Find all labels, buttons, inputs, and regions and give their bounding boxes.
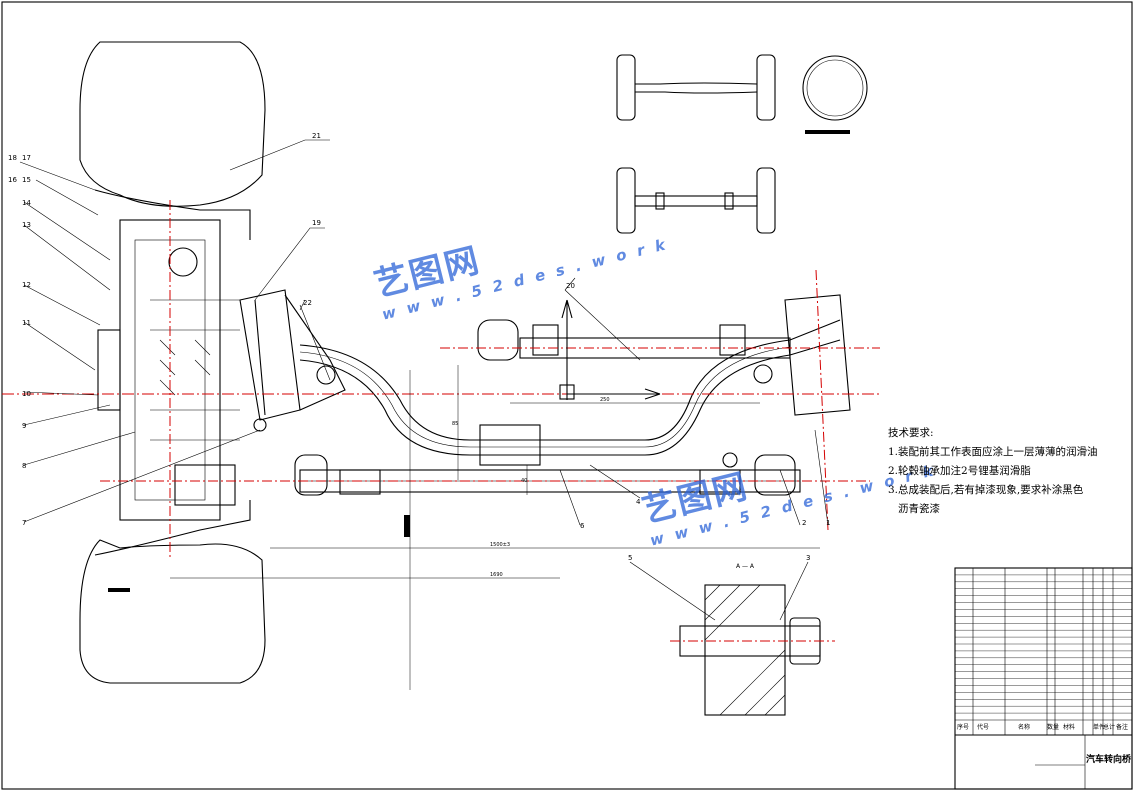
technical-requirements: 技术要求: 1.装配前其工作表面应涂上一层薄薄的润滑油 2.轮毂轴承加注2号锂基… xyxy=(888,424,1118,519)
bom-header-qty: 数量 xyxy=(1047,724,1060,731)
top-views xyxy=(616,54,868,234)
label-18: 18 xyxy=(8,154,17,162)
label-11: 11 xyxy=(22,319,31,327)
bom-header-total: 总计 xyxy=(1103,724,1116,731)
label-9: 9 xyxy=(22,422,26,430)
tech-req-3: 3.总成装配后,若有掉漆现象,要求补涂黑色 xyxy=(888,484,1084,496)
bom-header-unit: 单件 xyxy=(1093,724,1106,731)
bom-header-code: 代号 xyxy=(977,724,990,731)
label-8: 8 xyxy=(22,462,26,470)
tech-req-2: 2.轮毂轴承加注2号锂基润滑脂 xyxy=(888,465,1031,477)
part-labels: 18 17 16 15 14 13 12 11 10 9 8 7 21 19 2… xyxy=(8,132,830,621)
label-7: 7 xyxy=(22,519,26,527)
label-5: 5 xyxy=(628,554,632,562)
label-12: 12 xyxy=(22,281,31,289)
label-13: 13 xyxy=(22,221,31,229)
bom-rows xyxy=(955,574,1132,714)
label-16: 16 xyxy=(8,176,17,184)
dimension-track: 1500±3 xyxy=(490,542,510,548)
label-22: 22 xyxy=(303,299,312,307)
bom-header-remark: 备注 xyxy=(1116,724,1129,731)
section-view xyxy=(670,584,835,716)
dimension-length: 1690 xyxy=(490,572,503,578)
drawing-title: 汽车转向桥 xyxy=(1086,755,1132,765)
label-14: 14 xyxy=(22,199,31,207)
label-19: 19 xyxy=(312,219,321,227)
label-1: 1 xyxy=(826,519,830,527)
dimension-offset: 250 xyxy=(600,397,610,403)
label-20: 20 xyxy=(566,282,575,290)
dimensions: 1500±3 1690 250 85 40 xyxy=(108,365,820,690)
section-label: A — A xyxy=(736,563,755,570)
label-6: 6 xyxy=(580,522,585,530)
label-10: 10 xyxy=(22,390,31,398)
bom-header-name: 名称 xyxy=(1018,724,1031,731)
tech-req-heading: 技术要求: xyxy=(888,427,934,439)
label-2: 2 xyxy=(802,519,806,527)
axle-beam xyxy=(299,319,841,468)
label-15: 15 xyxy=(22,176,31,184)
bom-header-material: 材料 xyxy=(1063,724,1076,731)
label-3: 3 xyxy=(806,554,810,562)
dimension-drop: 40 xyxy=(521,478,527,484)
bom-header-no: 序号 xyxy=(957,724,970,731)
drag-link xyxy=(440,294,880,416)
tie-rod xyxy=(100,454,870,496)
tech-req-3-cont: 沥青瓷漆 xyxy=(898,503,940,515)
tech-req-1: 1.装配前其工作表面应涂上一层薄薄的润滑油 xyxy=(888,446,1098,458)
label-21: 21 xyxy=(312,132,321,140)
wheel-assembly xyxy=(79,41,266,684)
knuckle-assembly xyxy=(239,289,346,432)
dimension-height: 85 xyxy=(452,421,458,427)
label-4: 4 xyxy=(636,498,641,506)
label-17: 17 xyxy=(22,154,31,162)
